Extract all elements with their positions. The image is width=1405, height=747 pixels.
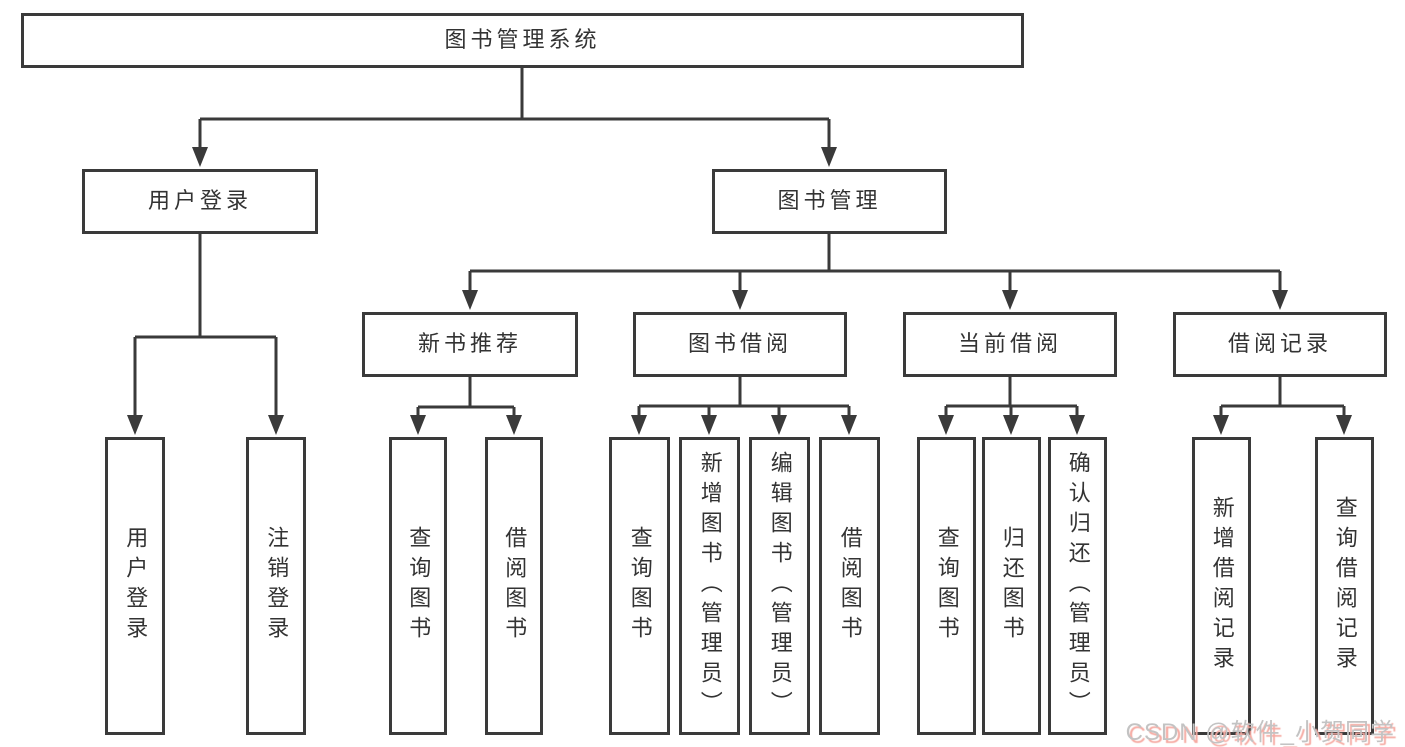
- node-label: 图书管理: [777, 188, 882, 214]
- leaf-confirm-return-admin: 确认归还（管理员）: [1048, 437, 1107, 735]
- arrowhead-icon: [841, 415, 857, 435]
- leaf-user-login: 用户登录: [105, 437, 165, 735]
- tree-branch-lines: [133, 68, 1346, 418]
- leaf-borrow-books-borrowing: 借阅图书: [819, 437, 880, 735]
- arrowhead-icon: [631, 415, 647, 435]
- node-label: 借阅记录: [1227, 331, 1332, 357]
- node-label: 确认归还（管理员）: [1065, 451, 1091, 721]
- node-book-borrowing: 图书借阅: [633, 312, 847, 377]
- leaf-query-borrow-record: 查询借阅记录: [1315, 437, 1374, 735]
- node-label: 归还图书: [999, 526, 1025, 646]
- leaf-borrow-books-recommend: 借阅图书: [485, 437, 543, 735]
- node-book-management: 图书管理: [712, 169, 947, 234]
- node-label: 图书借阅: [687, 331, 792, 357]
- node-label: 查询图书: [406, 526, 432, 646]
- arrowhead-icon: [506, 415, 522, 435]
- node-label: 图书管理系统: [444, 27, 601, 53]
- leaf-logout: 注销登录: [246, 437, 306, 735]
- arrowhead-icon: [127, 415, 143, 435]
- arrowhead-icon: [1272, 290, 1288, 310]
- arrowhead-icon: [732, 290, 748, 310]
- arrowhead-icon: [1069, 415, 1085, 435]
- node-label: 编辑图书（管理员）: [767, 451, 793, 721]
- arrowhead-icon: [410, 415, 426, 435]
- node-label: 用户登录: [123, 526, 149, 646]
- node-new-book-recommend: 新书推荐: [362, 312, 578, 377]
- arrowhead-icon: [462, 290, 478, 310]
- leaf-add-books-admin: 新增图书（管理员）: [679, 437, 740, 735]
- arrowhead-icon: [1002, 290, 1018, 310]
- leaf-add-borrow-record: 新增借阅记录: [1192, 437, 1251, 735]
- node-label: 新书推荐: [417, 331, 522, 357]
- leaf-return-books: 归还图书: [982, 437, 1041, 735]
- arrowhead-icon: [268, 415, 284, 435]
- node-label: 用户登录: [147, 188, 252, 214]
- node-label: 新增图书（管理员）: [697, 451, 723, 721]
- leaf-query-books-recommend: 查询图书: [389, 437, 447, 735]
- arrowhead-icon: [1336, 415, 1352, 435]
- node-label: 查询借阅记录: [1332, 496, 1358, 676]
- arrowhead-icon: [701, 415, 717, 435]
- arrowhead-icon: [1213, 415, 1229, 435]
- leaf-query-books-borrowing: 查询图书: [609, 437, 670, 735]
- leaf-edit-books-admin: 编辑图书（管理员）: [749, 437, 810, 735]
- arrowhead-icon: [1003, 415, 1019, 435]
- node-label: 注销登录: [264, 526, 290, 646]
- node-borrowing-records: 借阅记录: [1173, 312, 1387, 377]
- node-label: 查询图书: [934, 526, 960, 646]
- node-label: 查询图书: [627, 526, 653, 646]
- node-root: 图书管理系统: [21, 13, 1024, 68]
- node-label: 借阅图书: [502, 526, 528, 646]
- arrowhead-icon: [192, 147, 208, 167]
- node-label: 当前借阅: [957, 331, 1062, 357]
- leaf-query-books-current: 查询图书: [917, 437, 976, 735]
- watermark: CSDN @软件_小贺同学: [1125, 719, 1395, 746]
- arrowhead-icon: [821, 147, 837, 167]
- arrowhead-icon: [938, 415, 954, 435]
- node-user-login: 用户登录: [82, 169, 318, 234]
- arrowhead-icon: [771, 415, 787, 435]
- node-label: 新增借阅记录: [1209, 496, 1235, 676]
- node-current-borrowing: 当前借阅: [903, 312, 1117, 377]
- node-label: 借阅图书: [837, 526, 863, 646]
